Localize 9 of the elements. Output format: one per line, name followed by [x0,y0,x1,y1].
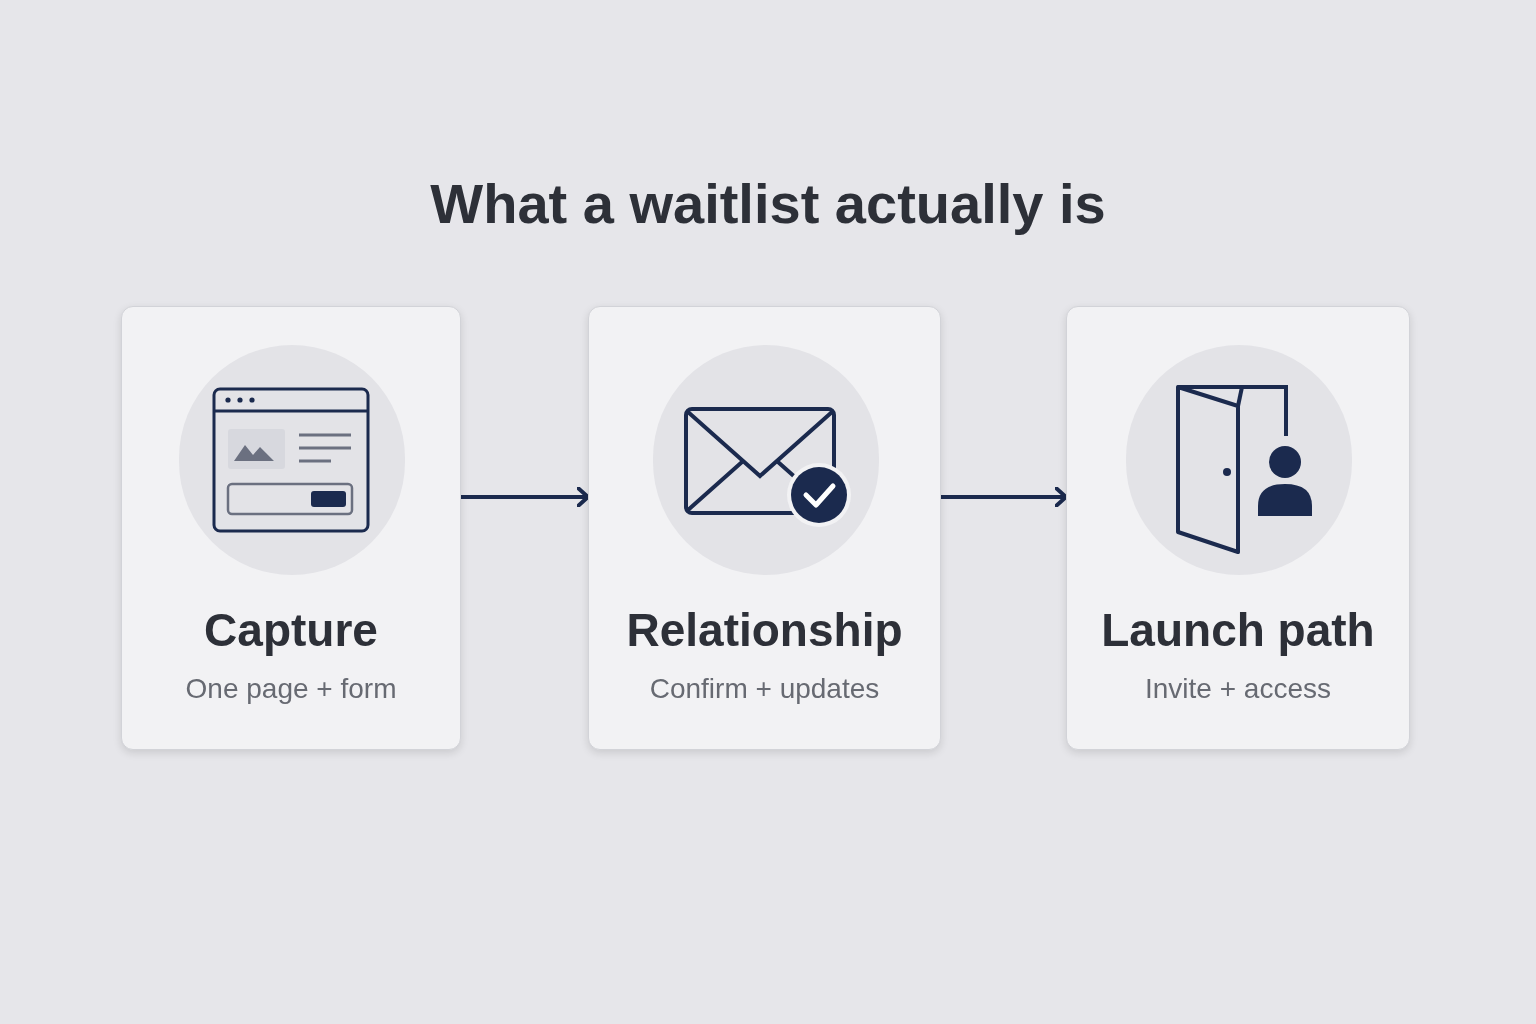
arrow [941,486,1068,508]
step-card [1066,306,1410,750]
arrow [461,486,590,508]
step-card [121,306,461,750]
step-description: One page + form [184,675,398,703]
title: What a waitlist actually is [429,171,1107,237]
step-card [588,306,941,750]
step-description: Confirm + updates [648,675,881,703]
step-description: Invite + access [1144,675,1332,703]
